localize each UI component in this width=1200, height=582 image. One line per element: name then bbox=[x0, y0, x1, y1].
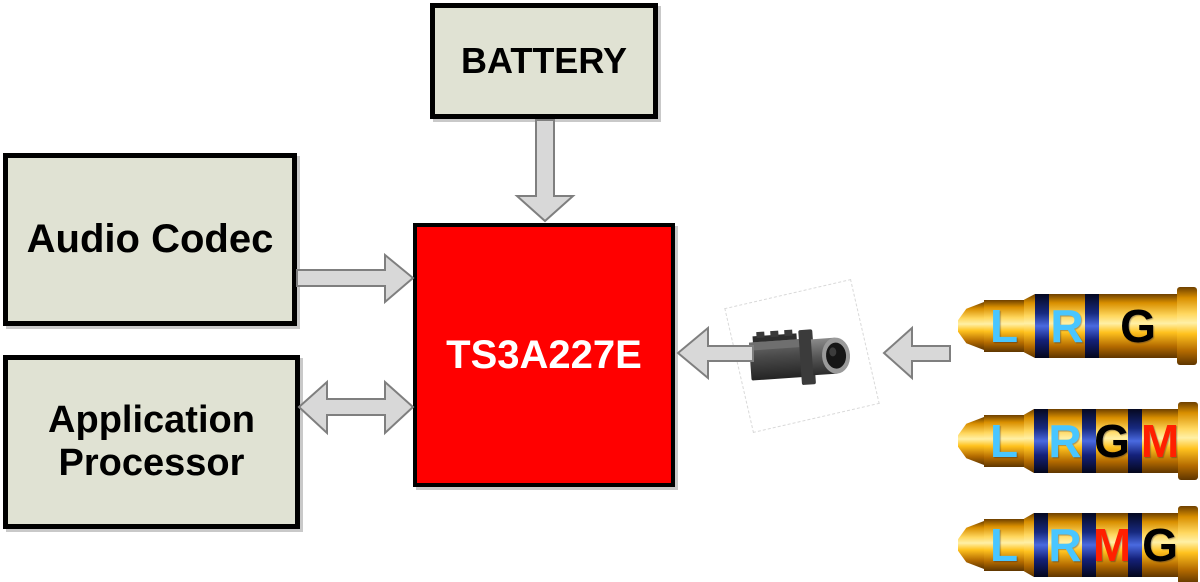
plug-tip-icon bbox=[958, 521, 984, 569]
plug-flange bbox=[1178, 402, 1198, 480]
contact-label-G: G bbox=[1094, 415, 1130, 467]
contact-label-M: M bbox=[1140, 415, 1180, 467]
arrow-battery-to-chip-icon bbox=[514, 119, 576, 223]
plug-contact-right: R bbox=[1048, 409, 1082, 473]
plug-contact-ground: G bbox=[1142, 513, 1178, 577]
plug-contact-ground: G bbox=[1099, 294, 1177, 358]
contact-label-M: M bbox=[1092, 519, 1132, 571]
contact-label-L: L bbox=[989, 519, 1019, 571]
audio-jack-connector-icon bbox=[748, 329, 851, 385]
insulator-ring-icon bbox=[1034, 409, 1048, 473]
contact-label-R: R bbox=[1048, 415, 1082, 467]
plug-contact-right: R bbox=[1048, 513, 1082, 577]
insulator-ring-icon bbox=[1085, 294, 1099, 358]
plug-taper bbox=[1024, 409, 1034, 473]
insulator-ring-icon bbox=[1128, 513, 1142, 577]
insulator-ring-icon bbox=[1035, 294, 1049, 358]
arrow-codec-to-chip-icon bbox=[296, 252, 415, 305]
ts3a227e-chip-block: TS3A227E bbox=[413, 223, 675, 487]
arrow-plugs-to-jack-icon bbox=[882, 325, 951, 381]
contact-label-R: R bbox=[1050, 300, 1084, 352]
contact-label-G: G bbox=[1142, 519, 1178, 571]
battery-block: BATTERY bbox=[430, 3, 658, 119]
plug-contact-left: L bbox=[984, 300, 1024, 352]
headset-plug-4-pole-grd-mic: L R G M bbox=[958, 402, 1198, 480]
headset-plug-4-pole-mic-grd: L R M G bbox=[958, 506, 1198, 582]
contact-label-L: L bbox=[989, 415, 1019, 467]
insulator-ring-icon bbox=[1082, 409, 1096, 473]
plug-contact-left: L bbox=[984, 415, 1024, 467]
plug-flange bbox=[1177, 287, 1197, 365]
audio-codec-label: Audio Codec bbox=[26, 217, 274, 261]
plug-tip-icon bbox=[958, 417, 984, 465]
plug-contact-right: R bbox=[1049, 294, 1085, 358]
battery-label: BATTERY bbox=[461, 40, 627, 81]
plug-contact-mic: M bbox=[1092, 513, 1132, 577]
plug-flange bbox=[1178, 506, 1198, 582]
audio-codec-block: Audio Codec bbox=[3, 153, 297, 326]
audio-jack-photo bbox=[724, 279, 880, 433]
plug-contact-left: L bbox=[984, 519, 1024, 571]
contact-label-R: R bbox=[1048, 519, 1082, 571]
insulator-ring-icon bbox=[1128, 409, 1142, 473]
plug-tip-icon bbox=[958, 302, 984, 350]
contact-label-G: G bbox=[1120, 300, 1156, 352]
headphone-plug-3-pole: L R G bbox=[958, 287, 1198, 365]
application-processor-block: Application Processor bbox=[3, 355, 300, 529]
arrow-approcessor-chip-bidirectional-icon bbox=[297, 379, 415, 436]
plug-taper bbox=[1024, 294, 1035, 358]
ts3a227e-label: TS3A227E bbox=[446, 332, 642, 377]
plug-contact-ground: G bbox=[1094, 409, 1130, 473]
plug-contact-mic: M bbox=[1140, 409, 1180, 473]
application-processor-label: Application Processor bbox=[48, 398, 255, 484]
plug-taper bbox=[1024, 513, 1034, 577]
insulator-ring-icon bbox=[1034, 513, 1048, 577]
insulator-ring-icon bbox=[1082, 513, 1096, 577]
contact-label-L: L bbox=[989, 300, 1019, 352]
